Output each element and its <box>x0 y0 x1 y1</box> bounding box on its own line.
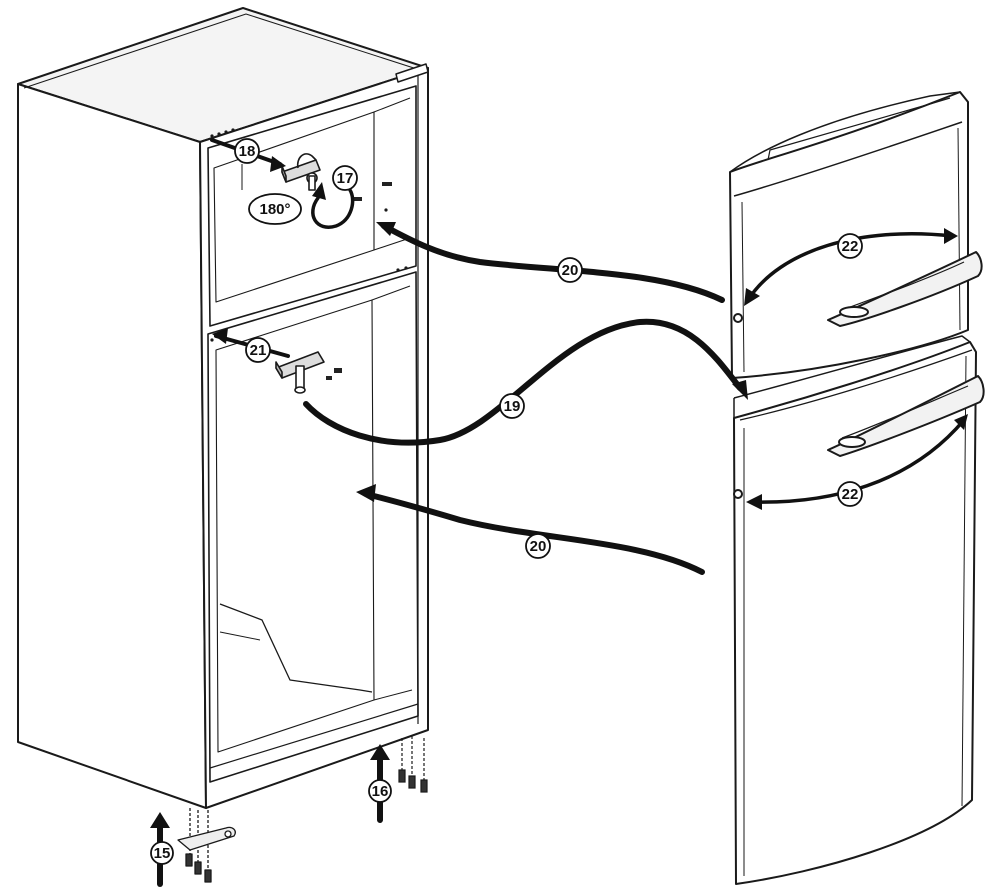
arrow-20-upper <box>381 223 725 303</box>
arrow-19 <box>303 318 743 446</box>
callout-18-label: 18 <box>239 143 256 160</box>
arrow-20-lower <box>363 491 705 575</box>
fridge-door <box>733 335 985 885</box>
callout-19: 19 <box>499 393 525 419</box>
callout-20-upper-label: 20 <box>562 262 579 279</box>
callout-17: 17 <box>332 165 358 191</box>
callout-16: 16 <box>368 779 392 803</box>
callout-21: 21 <box>245 337 271 363</box>
callout-18: 18 <box>234 138 260 164</box>
rotation-180-label: 180° <box>248 193 302 225</box>
arrow-22-lower <box>750 418 966 504</box>
callout-22-upper-label: 22 <box>842 238 859 255</box>
callout-22-lower: 22 <box>837 481 863 507</box>
upper-hinge <box>281 153 321 191</box>
callout-19-label: 19 <box>504 398 521 415</box>
arrows <box>150 138 968 887</box>
fridge-compartment <box>207 271 419 783</box>
callout-15-label: 15 <box>154 845 171 862</box>
rotation-180-text: 180° <box>259 201 290 218</box>
callout-21-label: 21 <box>250 342 267 359</box>
callout-22-lower-label: 22 <box>842 486 859 503</box>
callout-17-label: 17 <box>337 170 354 187</box>
bottom-right-screws <box>398 736 428 793</box>
callout-20-upper: 20 <box>557 257 583 283</box>
cabinet-side <box>17 83 207 809</box>
callout-22-upper: 22 <box>837 233 863 259</box>
callout-15: 15 <box>150 841 174 865</box>
hinge-hole-marks <box>326 182 392 380</box>
cabinet-front <box>199 67 429 809</box>
callout-20-lower-label: 20 <box>530 538 547 555</box>
bottom-hinge <box>177 808 236 883</box>
arrow-22-upper <box>746 232 954 302</box>
fridge-cabinet <box>17 7 429 809</box>
callout-20-lower: 20 <box>525 533 551 559</box>
middle-hinge <box>275 351 325 394</box>
freezer-compartment <box>207 85 417 327</box>
callout-16-label: 16 <box>372 783 389 800</box>
arrow-17-rotation <box>311 188 355 229</box>
